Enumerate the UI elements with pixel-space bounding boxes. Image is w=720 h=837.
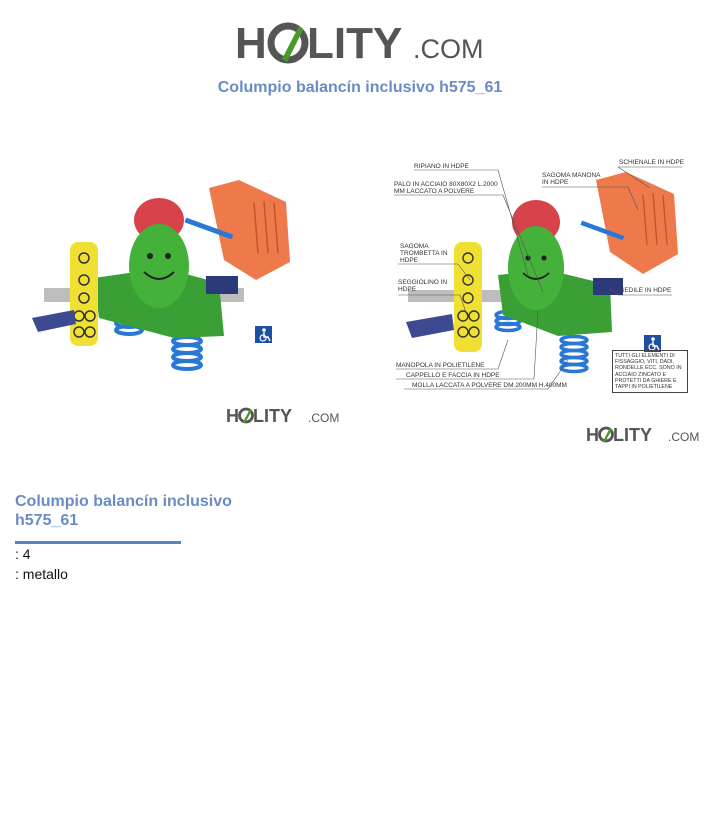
- wheelchair-icon: [255, 326, 272, 343]
- label-cappello: CAPPELLO E FACCIA IN HDPE: [406, 372, 500, 379]
- svg-text:.COM: .COM: [308, 411, 339, 425]
- spec-line-1: : 4: [15, 546, 31, 562]
- product-image-main[interactable]: H LITY .COM: [24, 168, 344, 428]
- label-ripiano: RIPIANO IN HDPE: [414, 163, 469, 170]
- see-saw-illustration: [32, 180, 290, 371]
- watermark-logo: H LITY .COM: [226, 406, 339, 426]
- logo-letter-h: H: [235, 19, 267, 68]
- logo-letters-lity: LITY: [307, 19, 402, 68]
- label-sedile: SEDILE IN HDPE: [620, 287, 672, 294]
- logo-o-icon: [267, 22, 309, 64]
- svg-text:H: H: [226, 406, 239, 426]
- logo-suffix: .COM: [413, 34, 484, 64]
- fixing-note: TUTTI GLI ELEMENTI DI FISSAGGIO, VITI, D…: [612, 350, 688, 394]
- svg-text:H: H: [586, 425, 599, 445]
- product-title: Columpio balancín inclusivo h575_61: [15, 493, 232, 529]
- label-sagoma-trombetta-3: HDPE: [400, 257, 419, 264]
- product-image-diagram[interactable]: RIPIANO IN HDPE PALO IN ACCIAIO 80X80X2 …: [388, 150, 704, 450]
- footrest: [32, 310, 76, 332]
- svg-text:LITY: LITY: [613, 425, 652, 445]
- wheelchair-icon: [644, 335, 661, 352]
- label-manopola: MANOPOLA IN POLIETILENE: [396, 362, 485, 369]
- label-sagoma-trombetta-1: SAGOMA: [400, 243, 429, 250]
- diagram-illustration: [394, 166, 682, 390]
- hand-handle: [184, 217, 234, 240]
- label-schienale: SCHIENALE IN HDPE: [619, 159, 685, 166]
- label-molla: MOLLA LACCATA A POLVERE DM.200MM H.400MM: [412, 382, 567, 389]
- label-palo-1: PALO IN ACCIAIO 80X80X2 L.2000: [394, 181, 498, 188]
- leader-lines: [394, 166, 682, 390]
- site-logo[interactable]: H LITY .COM: [0, 14, 720, 70]
- svg-text:.COM: .COM: [668, 430, 699, 444]
- label-sagoma-manona-2: IN HDPE: [542, 179, 569, 186]
- seat-block: [206, 276, 238, 294]
- label-seggiolino-2: HDPE: [398, 286, 417, 293]
- watermark-logo: H LITY .COM: [586, 425, 699, 445]
- svg-text:LITY: LITY: [253, 406, 292, 426]
- title-divider: [15, 541, 181, 544]
- spec-line-2: : metallo: [15, 566, 68, 582]
- label-seggiolino-1: SEGGIOLINO IN: [398, 279, 448, 286]
- holity-logo: H LITY .COM: [235, 19, 484, 68]
- label-sagoma-manona-1: SAGOMA MANONA: [542, 172, 601, 179]
- page-title: Columpio balancín inclusivo h575_61: [217, 79, 503, 96]
- label-sagoma-trombetta-2: TROMBETTA IN: [400, 250, 448, 257]
- label-palo-2: MM LACCATO A POLVERE: [394, 188, 475, 195]
- smiley-face: [129, 224, 189, 308]
- spring-icon: [171, 327, 203, 371]
- hand-backrest: [209, 180, 290, 280]
